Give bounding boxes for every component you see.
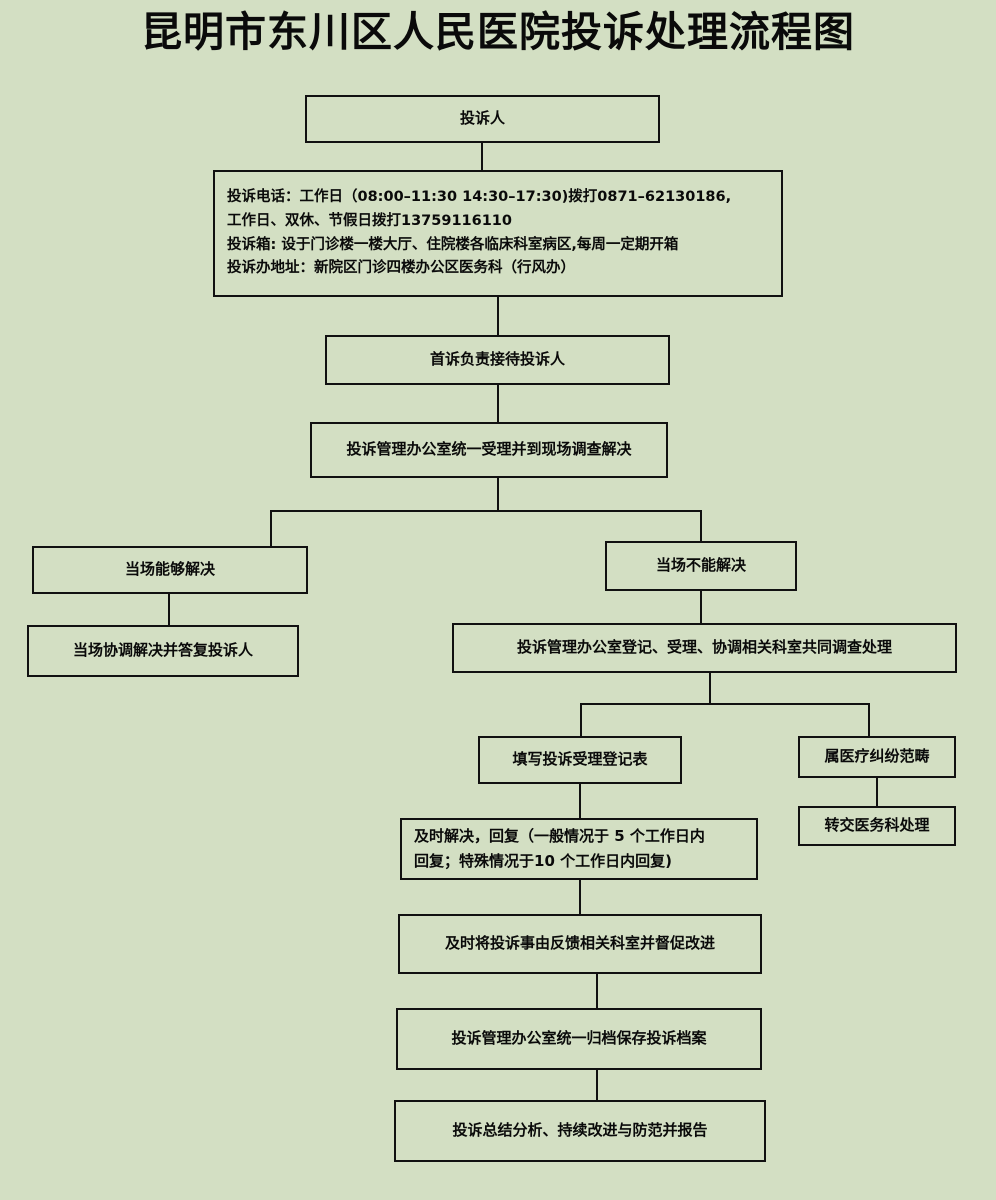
node-office-registration-label: 投诉管理办公室登记、受理、协调相关科室共同调查处理 — [516, 638, 892, 657]
node-office-registration: 投诉管理办公室登记、受理、协调相关科室共同调查处理 — [452, 623, 957, 673]
node-resolvable-onsite: 当场能够解决 — [32, 546, 308, 594]
page-title: 昆明市东川区人民医院投诉处理流程图 — [141, 8, 855, 56]
node-complainant-label: 投诉人 — [459, 109, 505, 128]
edge-office-intake-split — [270, 510, 702, 512]
edge-split-to-unresolvable — [700, 510, 702, 541]
node-medical-dispute-category-label: 属医疗纠纷范畴 — [824, 747, 930, 766]
node-feedback-to-departments-label: 及时将投诉事由反馈相关科室并督促改进 — [444, 934, 715, 953]
node-first-reception-label: 首诉负责接待投诉人 — [429, 350, 565, 369]
node-contact-info: 投诉电话：工作日（08:00–11:30 14:30–17:30)拨打0871–… — [213, 170, 783, 297]
edge-feedback-to-archive — [596, 974, 598, 1008]
node-first-reception: 首诉负责接待投诉人 — [325, 335, 670, 385]
node-summary-analysis-report: 投诉总结分析、持续改进与防范并报告 — [394, 1100, 766, 1162]
edge-split-to-medical-dispute — [868, 703, 870, 736]
node-archive-records: 投诉管理办公室统一归档保存投诉档案 — [396, 1008, 762, 1070]
edge-medical-dispute-to-transfer — [876, 778, 878, 806]
node-unresolvable-onsite: 当场不能解决 — [605, 541, 797, 591]
edge-split-to-fill-form — [580, 703, 582, 736]
node-feedback-to-departments: 及时将投诉事由反馈相关科室并督促改进 — [398, 914, 762, 974]
node-onsite-coordinate-reply: 当场协调解决并答复投诉人 — [27, 625, 299, 677]
node-transfer-to-medical-dept-label: 转交医务科处理 — [824, 816, 930, 835]
node-resolvable-onsite-label: 当场能够解决 — [124, 560, 215, 579]
edge-resolvable-to-onsite-reply — [168, 594, 170, 625]
node-unresolvable-onsite-label: 当场不能解决 — [655, 556, 746, 575]
node-timely-resolution-reply-label: 及时解决，回复（一般情况于 5 个工作日内 回复；特殊情况于10 个工作日内回复… — [414, 826, 705, 871]
edge-office-intake-stem — [497, 478, 499, 510]
node-timely-resolution-reply: 及时解决，回复（一般情况于 5 个工作日内 回复；特殊情况于10 个工作日内回复… — [400, 818, 758, 880]
node-medical-dispute-category: 属医疗纠纷范畴 — [798, 736, 956, 778]
edge-registration-split — [580, 703, 870, 705]
edge-first-reception-to-office-intake — [497, 385, 499, 422]
node-archive-records-label: 投诉管理办公室统一归档保存投诉档案 — [451, 1029, 707, 1048]
node-onsite-coordinate-reply-label: 当场协调解决并答复投诉人 — [72, 641, 253, 660]
edge-registration-stem — [709, 673, 711, 703]
node-fill-registration-form-label: 填写投诉受理登记表 — [512, 750, 648, 769]
node-office-intake-label: 投诉管理办公室统一受理并到现场调查解决 — [346, 440, 632, 459]
node-complainant: 投诉人 — [305, 95, 660, 143]
edge-fill-form-to-timely-reply — [579, 784, 581, 818]
edge-timely-reply-to-feedback — [579, 880, 581, 914]
node-office-intake: 投诉管理办公室统一受理并到现场调查解决 — [310, 422, 668, 478]
edge-complainant-to-contact — [481, 143, 483, 170]
edge-contact-to-first-reception — [497, 297, 499, 335]
node-transfer-to-medical-dept: 转交医务科处理 — [798, 806, 956, 846]
edge-archive-to-summary — [596, 1070, 598, 1100]
node-summary-analysis-report-label: 投诉总结分析、持续改进与防范并报告 — [452, 1121, 708, 1140]
node-contact-info-label: 投诉电话：工作日（08:00–11:30 14:30–17:30)拨打0871–… — [227, 188, 732, 277]
edge-split-to-resolvable — [270, 510, 272, 546]
node-fill-registration-form: 填写投诉受理登记表 — [478, 736, 682, 784]
edge-unresolvable-to-registration — [700, 591, 702, 623]
